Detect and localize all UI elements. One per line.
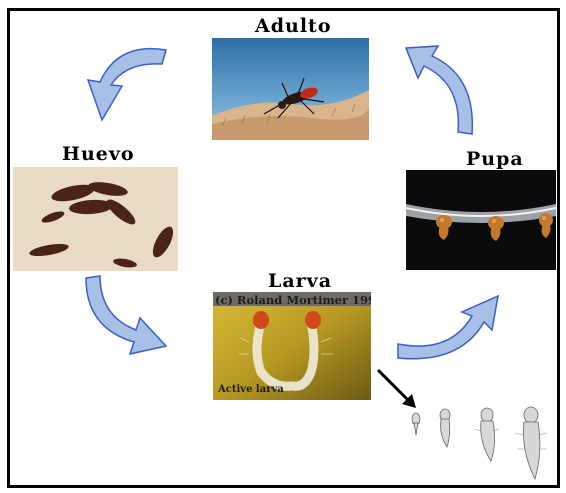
arrow-pupa-to-adulto — [402, 40, 492, 140]
stage-title-pupa: Pupa — [466, 148, 524, 170]
eggs-photo — [13, 167, 178, 271]
arrow-larva-to-pupa — [394, 292, 504, 362]
pupa-photo — [406, 170, 556, 270]
stage-title-huevo: Huevo — [62, 143, 135, 165]
stage-title-adulto: Adulto — [255, 15, 332, 37]
stage-title-larva: Larva — [268, 270, 332, 292]
arrow-huevo-to-larva — [80, 272, 172, 360]
adult-mosquito-photo — [212, 38, 369, 140]
larva-photo: (c) Roland Mortimer 1998 Active larva — [213, 292, 371, 400]
pointer-arrow — [374, 366, 420, 412]
arrow-adulto-to-huevo — [78, 40, 173, 125]
larva-copyright: (c) Roland Mortimer 1998 — [215, 293, 371, 307]
larval-instars-sketch — [405, 405, 555, 485]
larva-caption: Active larva — [218, 384, 284, 395]
